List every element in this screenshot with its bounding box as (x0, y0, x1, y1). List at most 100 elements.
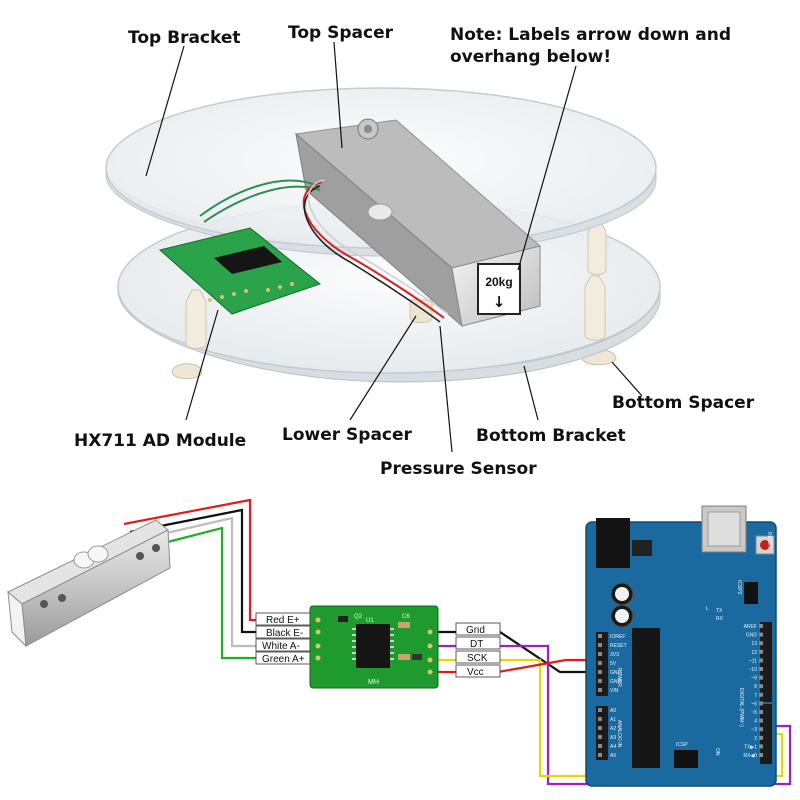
analog-in-label: ANALOG IN (616, 720, 622, 748)
icsp-header (674, 750, 698, 768)
hx711-module-photo (158, 227, 322, 315)
header-pin (598, 726, 602, 730)
label-note-line2: overhang below! (450, 47, 611, 67)
module-u1-label: U1 (366, 618, 374, 624)
pin-label-ioref: IOREF (610, 634, 625, 640)
on-label: ON (714, 748, 720, 756)
module-c6-label: C6 (402, 614, 410, 620)
scale-assembly: 20kg ↓ (105, 87, 661, 383)
hx711-module: Q2 C6 U1 MH (309, 605, 439, 689)
reset-label: RESET (766, 532, 772, 549)
pin-label-a1: A1 (610, 717, 616, 723)
pin-label-11: ~11 (749, 658, 757, 664)
digital-label: DIGITAL (PWM~) (738, 688, 744, 727)
wire-labels-right: Gnd DT SCK Vcc (455, 622, 501, 678)
module-brand-label: MH (368, 679, 379, 686)
header-pin (759, 744, 763, 749)
pin-label-gnd: GND (610, 679, 622, 685)
sensor-wires (199, 179, 321, 223)
pin-label-a2: A2 (610, 726, 616, 732)
header-pin (598, 717, 602, 721)
header-pin (759, 727, 763, 732)
header-pin (598, 652, 602, 656)
label-top-bracket: Top Bracket (128, 28, 241, 48)
header-pin (598, 643, 602, 647)
pin-label-2: 2 (754, 736, 757, 742)
pin-label-rx0: RX◀0 (743, 753, 757, 759)
header-pin (598, 679, 602, 683)
label-pressure-sensor: Pressure Sensor (380, 459, 537, 479)
header-pin (598, 735, 602, 739)
header-pin (598, 670, 602, 674)
wire-label-white: White A- (262, 641, 300, 652)
label-note-line1: Note: Labels arrow down and (450, 25, 731, 45)
rating-arrow: ↓ (493, 293, 506, 311)
pin-label-5: ~5 (751, 710, 757, 716)
header-pin (759, 692, 763, 697)
l-label: L (706, 606, 709, 612)
pin-label-aref: AREF (744, 624, 757, 630)
load-cell-rating-label: 20kg ↓ (477, 263, 521, 315)
pin-label-7: 7 (754, 693, 757, 699)
wire-label-red: Red E+ (266, 615, 300, 626)
pin-label-a3: A3 (610, 735, 616, 741)
header-pin (598, 688, 602, 692)
header-pin (759, 735, 763, 740)
pin-label-a5: A5 (610, 753, 616, 759)
power-pin-labels: IOREF RESET 3V3 5V GND GND VIN (598, 634, 627, 694)
header-pin (598, 708, 602, 712)
wire-label-sck: SCK (467, 653, 488, 664)
arduino-board: RESET ICSP2 TX RX L IOREFRESET3V35VGNDGN… (585, 505, 777, 787)
header-pin (759, 641, 763, 646)
pin-label-4: 4 (754, 719, 757, 725)
header-pin (759, 667, 763, 671)
header-pin (598, 753, 602, 757)
header-pin (759, 753, 763, 757)
header-pin (598, 634, 602, 638)
pin-label-8: 8 (754, 684, 757, 690)
leader-lines (145, 41, 643, 453)
pin-label-gnd: GND (746, 633, 758, 639)
rx-label: RX (716, 616, 724, 622)
tx-label: TX (716, 608, 723, 614)
label-hx711: HX711 AD Module (74, 431, 246, 451)
label-bottom-spacer: Bottom Spacer (612, 393, 755, 413)
header-pin (759, 632, 763, 637)
pin-label-vin: VIN (610, 688, 619, 694)
wire-label-black: Black E- (266, 628, 303, 639)
load-cell-bar (7, 519, 171, 648)
pin-label-a4: A4 (610, 744, 616, 750)
pin-label-10: ~10 (749, 667, 758, 673)
header-pin (759, 684, 763, 689)
power-label: POWER (616, 668, 622, 687)
icsp-label: ICSP (676, 742, 688, 748)
pin-label-gnd: GND (610, 670, 622, 676)
header-pin (598, 744, 602, 748)
power-jack (596, 518, 630, 568)
header-pin (759, 710, 763, 714)
header-pin (598, 661, 602, 665)
wire-labels-left: Red E+ Black E- White A- Green A+ (255, 612, 311, 665)
header-pin (759, 658, 763, 663)
header-pin (759, 624, 763, 628)
pin-label-a0: A0 (610, 708, 616, 714)
lower-spacer-back (587, 219, 607, 275)
pin-label-3v3: 3V3 (610, 652, 619, 658)
analog-header (596, 706, 608, 760)
header-pin (759, 675, 763, 680)
header-pin (759, 701, 763, 706)
header-pin (759, 649, 763, 654)
pin-label-13: 13 (751, 641, 757, 647)
atmega-chip (632, 628, 660, 768)
lower-spacer-left (185, 289, 207, 349)
pin-label-reset: RESET (610, 643, 627, 649)
icsp2-label: ICSP2 (736, 580, 742, 595)
bottom-spacer-left (171, 363, 203, 380)
label-lower-spacer: Lower Spacer (282, 425, 413, 445)
pin-label-6: ~6 (751, 701, 757, 707)
pin-label-5v: 5V (610, 661, 617, 667)
wire-label-green: Green A+ (262, 654, 305, 665)
